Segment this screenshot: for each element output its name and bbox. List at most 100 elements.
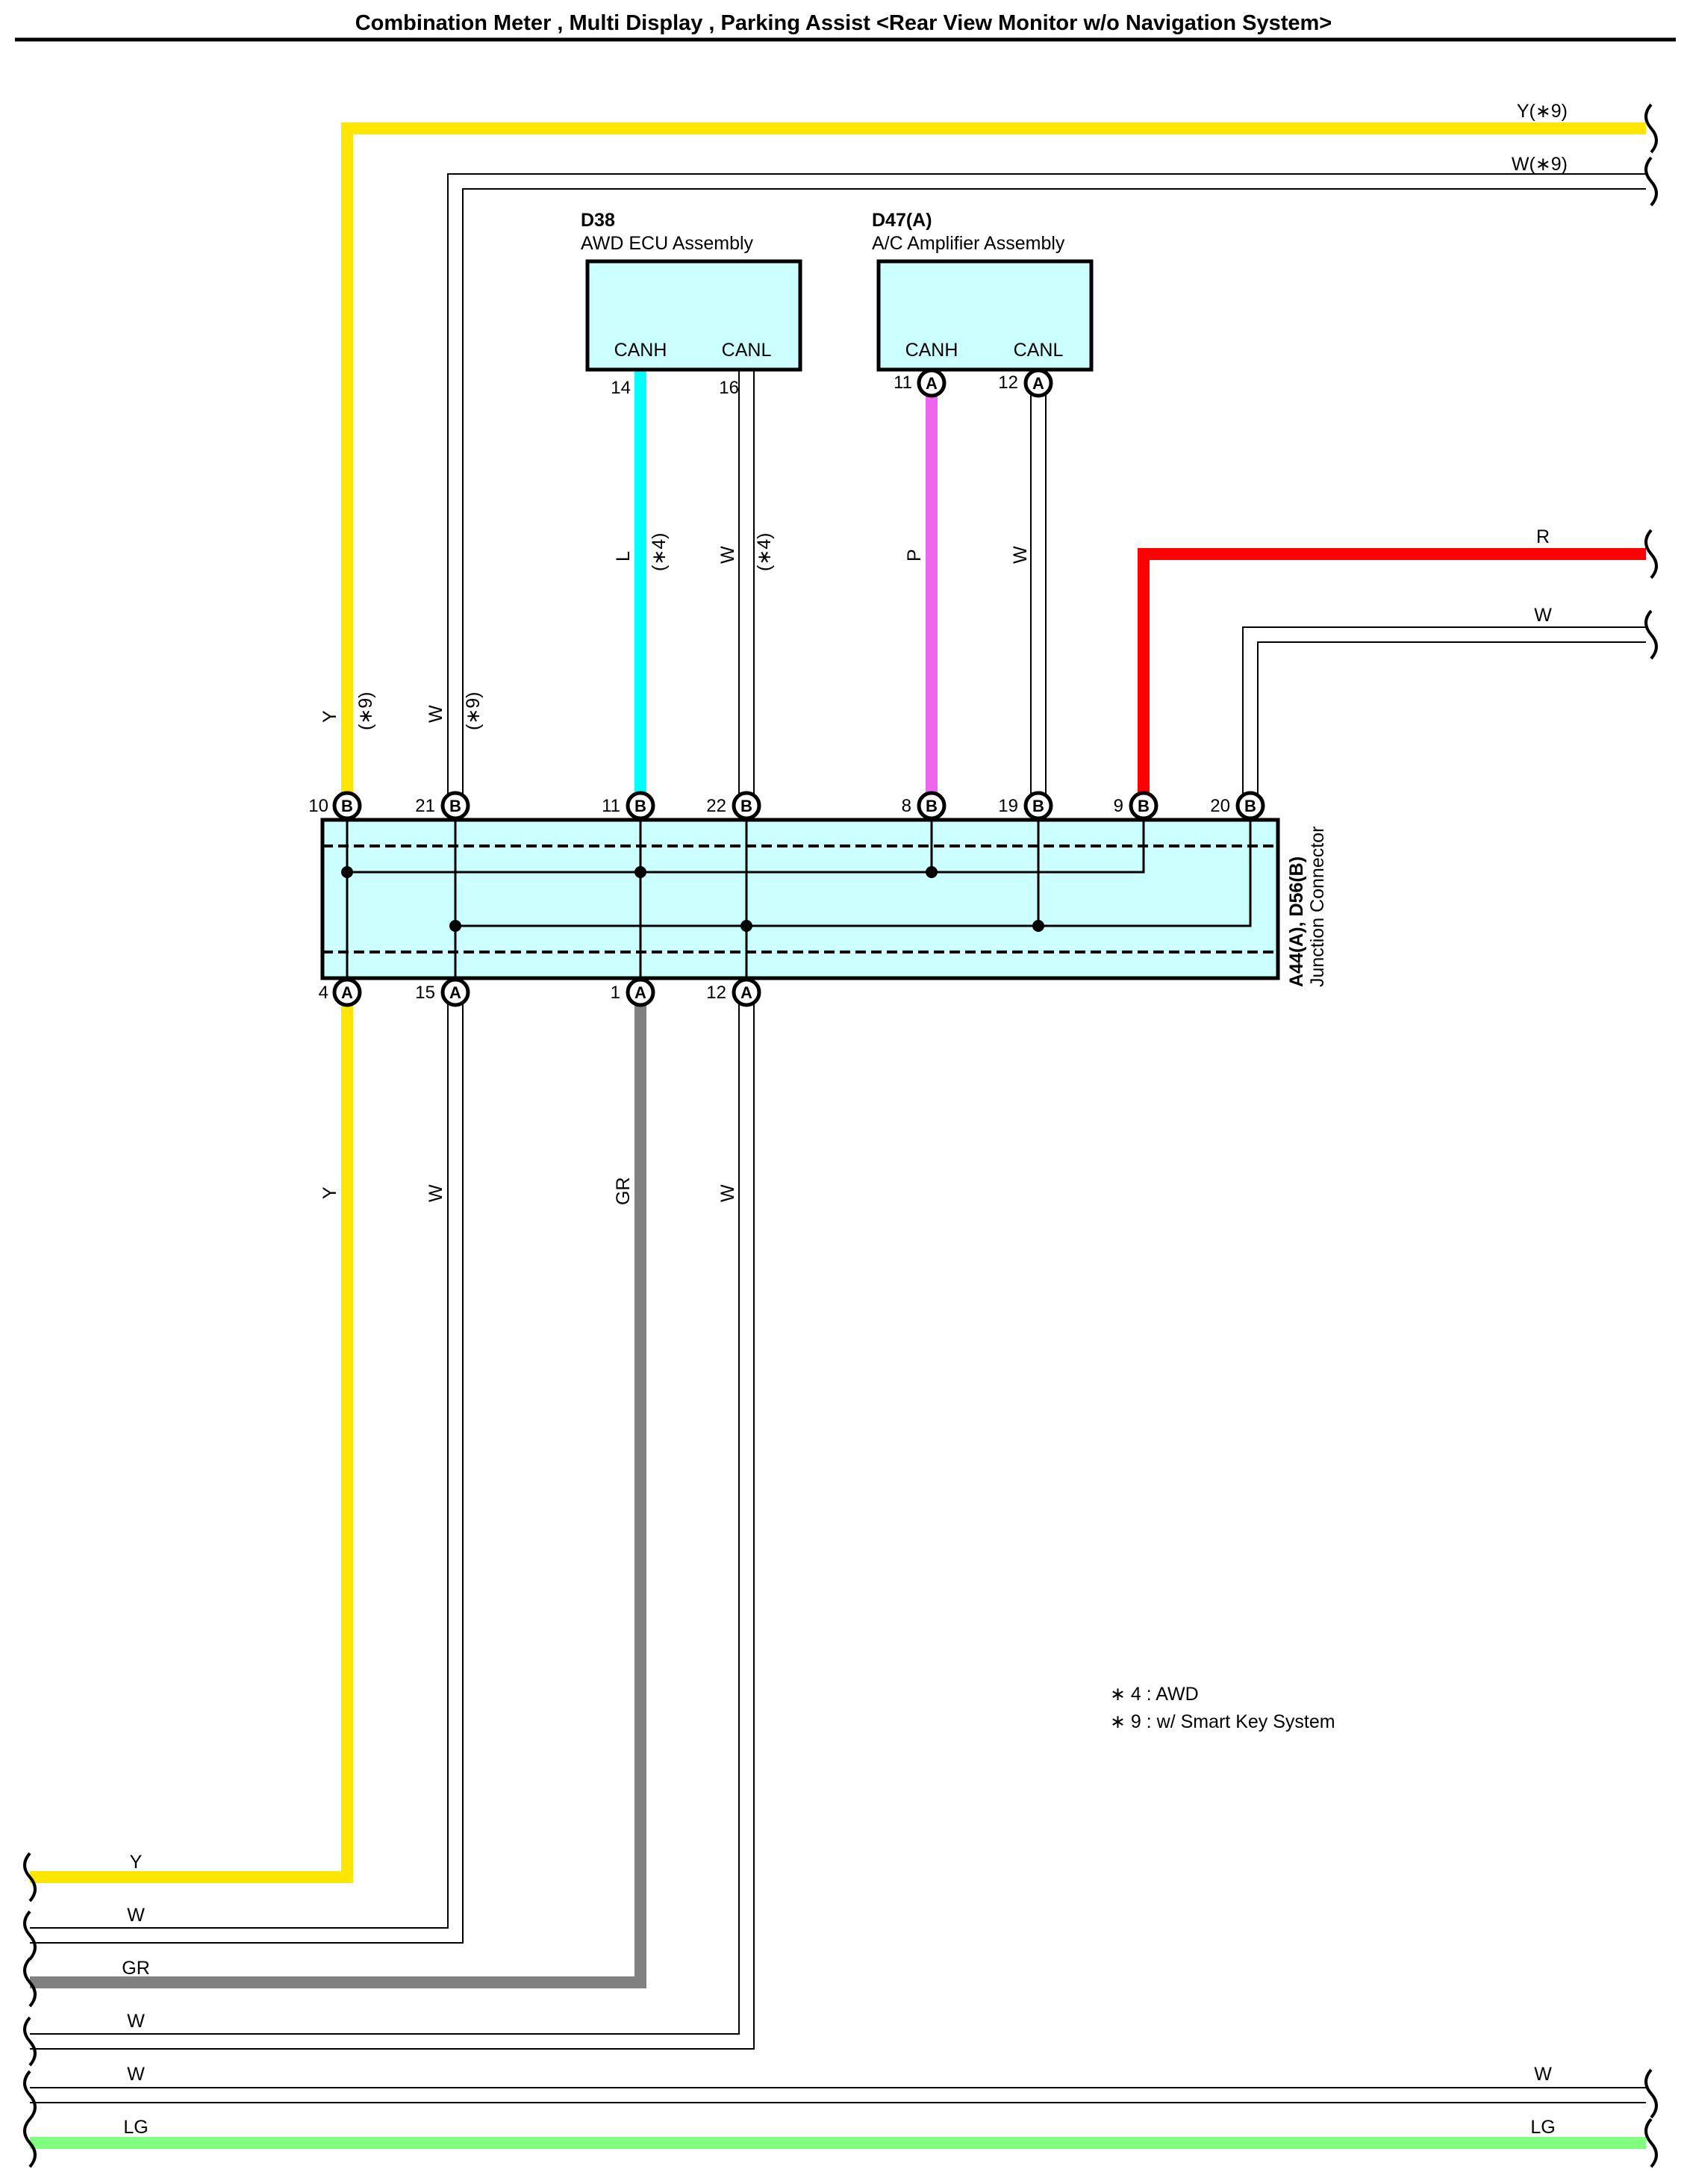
pin-number: 12 [706, 983, 726, 1003]
label-d38-w: W [717, 546, 738, 564]
pin-19b: 19 B [998, 791, 1053, 821]
d47-pin-canl-circle [1023, 368, 1053, 398]
note-awd: ∗ 4 : AWD [1110, 1684, 1199, 1705]
label-right-r: R [1536, 526, 1550, 547]
junction-connector: A44(A), D56(B) Junction Connector [320, 808, 1328, 990]
d38-pin-canh-no: 14 [611, 378, 631, 398]
d47-name: A/C Amplifier Assembly [872, 233, 1065, 254]
d38-canh-label: CANH [614, 340, 667, 361]
label-left-w1: W [127, 1905, 145, 1926]
label-lower-w1: W [425, 1184, 446, 1202]
d47-ac-amplifier: D47(A) A/C Amplifier Assembly CANH CANL … [872, 210, 1094, 398]
break-marks [23, 103, 1658, 2168]
pin-number: 21 [415, 796, 435, 816]
splice-dot [1032, 920, 1044, 932]
pin-circle [440, 977, 470, 1007]
pin-letter: A [341, 983, 353, 1002]
wire-y [341, 122, 1646, 796]
pin-number: 4 [319, 983, 328, 1003]
d38-awd-ecu: D38 AWD ECU Assembly CANH CANL 14 16 [581, 210, 802, 398]
pin-20b: 20 B [1210, 791, 1265, 821]
pin-letter: A [740, 983, 752, 1002]
pin-number: 22 [706, 796, 726, 816]
pin-number: 1 [611, 983, 620, 1003]
pin-circle [1023, 791, 1053, 821]
d47-canl-label: CANL [1014, 340, 1064, 361]
label-lower-y: Y [319, 1186, 340, 1199]
pin-letter: B [1138, 797, 1150, 815]
junction-bottom-pins: 4 A 15 A 1 A 12 A [319, 977, 761, 1007]
label-left-w2: W [127, 2011, 145, 2032]
splice-dot [740, 920, 752, 932]
pin-11b: 11 B [602, 791, 655, 821]
label-d47-w: W [1010, 546, 1031, 564]
d47-pin-canl-letter: A [1032, 374, 1044, 393]
junction-bus-2 [454, 808, 1252, 990]
pin-letter: A [449, 983, 461, 1002]
label-upper-y: Y [319, 710, 340, 723]
splice-dot [634, 866, 646, 878]
d47-pin-canl-no: 12 [998, 373, 1018, 393]
label-d38-l-note: (∗4) [649, 532, 670, 571]
pin-9b: 9 B [1114, 791, 1159, 821]
pin-number: 19 [998, 796, 1018, 816]
pin-circle [1129, 791, 1159, 821]
splice-dot [926, 866, 938, 878]
pin-letter: B [341, 797, 353, 815]
label-left-gr: GR [122, 1958, 150, 1979]
d38-canl-label: CANL [722, 340, 772, 361]
d47-pin-canh-letter: A [926, 374, 938, 393]
d47-pin-canh-no: 11 [894, 373, 912, 393]
junction-bus-1 [346, 808, 1145, 990]
pin-number: 15 [415, 983, 435, 1003]
d47-canh-label: CANH [905, 340, 958, 361]
pin-circle [440, 791, 470, 821]
pin-circle [626, 791, 655, 821]
label-left-w3: W [127, 2064, 145, 2085]
junction-box [320, 818, 1280, 980]
d38-code: D38 [581, 210, 615, 231]
wire-w-lower2 [30, 1002, 740, 2035]
pin-number: 11 [602, 796, 620, 816]
d47-pin-canh-circle [917, 368, 947, 398]
pin-number: 9 [1114, 796, 1123, 816]
pin-letter: B [449, 797, 461, 815]
pin-21b: 21 B [415, 791, 470, 821]
pin-15a: 15 A [415, 977, 470, 1007]
pin-circle [917, 791, 947, 821]
wire-gr [30, 1002, 646, 1988]
pin-letter: B [1244, 797, 1256, 815]
pin-circle [626, 977, 655, 1007]
wire-r [1138, 548, 1646, 796]
wire-labels: Y(∗9) W(∗9) L (∗4) W (∗4) P W Y (∗9) W (… [122, 101, 1568, 2138]
label-top-w: W(∗9) [1512, 154, 1568, 175]
label-upper-y-note: (∗9) [355, 691, 376, 730]
note-smart-key: ∗ 9 : w/ Smart Key System [1110, 1711, 1335, 1732]
pin-letter: B [926, 797, 938, 815]
splice-dot [341, 866, 353, 878]
pin-number: 8 [902, 796, 911, 816]
pin-4a: 4 A [319, 977, 362, 1007]
d38-name: AWD ECU Assembly [581, 233, 754, 254]
d38-pin-canl-no: 16 [719, 378, 739, 398]
pin-12a: 12 A [706, 977, 761, 1007]
wire-w-lower1-edge [30, 1002, 464, 1944]
label-left-y: Y [130, 1852, 143, 1873]
d47-code: D47(A) [872, 210, 932, 231]
junction-top-pins: 10 B 21 B 11 B 22 B 8 B 19 B [308, 791, 1265, 821]
label-d47-p: P [904, 549, 925, 561]
pin-circle [732, 791, 761, 821]
label-d38-l: L [613, 551, 634, 561]
wire-y-lower [30, 1002, 353, 1883]
label-right-lg: LG [1530, 2117, 1555, 2138]
d47-box [876, 259, 1094, 372]
pin-circle [732, 977, 761, 1007]
pin-number: 10 [308, 796, 328, 816]
page-title: Combination Meter , Multi Display , Park… [355, 11, 1332, 35]
pin-22b: 22 B [706, 791, 761, 821]
pin-letter: B [1032, 797, 1044, 815]
label-right-w: W [1534, 605, 1552, 626]
pin-circle [332, 977, 362, 1007]
pin-letter: B [740, 797, 752, 815]
